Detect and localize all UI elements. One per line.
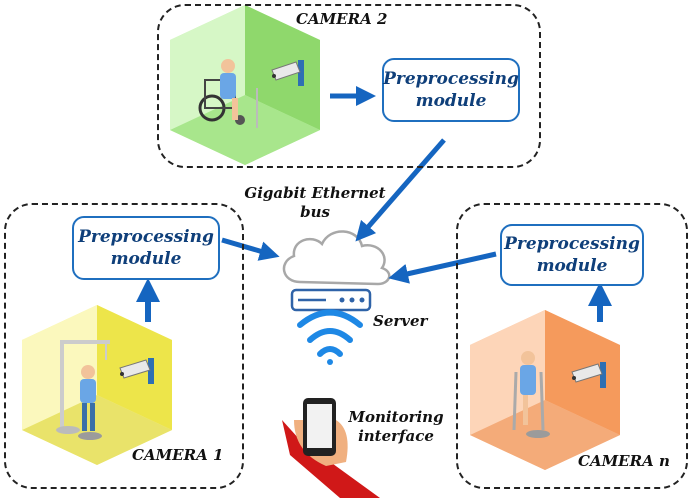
bus-label: Gigabit Ethernet bus <box>244 184 386 221</box>
arrow-module1-to-server <box>221 237 280 261</box>
smartphone-icon <box>282 398 380 498</box>
camera1-label: CAMERA 1 <box>132 446 224 464</box>
security-camera-icon <box>571 362 606 388</box>
camera2-room-illustration <box>170 5 320 165</box>
cameran-label: CAMERA n <box>578 452 670 470</box>
preprocessing-module-camera1: Preprocessing module <box>72 216 220 280</box>
camera1-group <box>4 203 244 489</box>
arrow-modulen-to-server <box>388 251 497 284</box>
cameran-room-illustration <box>470 310 620 470</box>
security-camera-icon <box>271 60 304 86</box>
camera2-label: CAMERA 2 <box>296 10 388 28</box>
server-label: Server <box>373 312 428 330</box>
camera2-group <box>157 4 541 168</box>
server-icon <box>290 288 372 312</box>
cameran-group <box>456 203 688 489</box>
camera1-room-illustration <box>22 305 172 465</box>
flow-arrows <box>136 86 612 322</box>
preprocessing-module-camera2: Preprocessing module <box>382 58 520 122</box>
monitoring-interface-label: Monitoring interface <box>348 408 444 445</box>
security-camera-icon <box>119 358 154 384</box>
preprocessing-module-cameran: Preprocessing module <box>500 224 644 286</box>
wifi-icon <box>297 309 363 365</box>
arrow-module2-to-server <box>355 138 446 242</box>
cloud-icon <box>282 230 391 286</box>
